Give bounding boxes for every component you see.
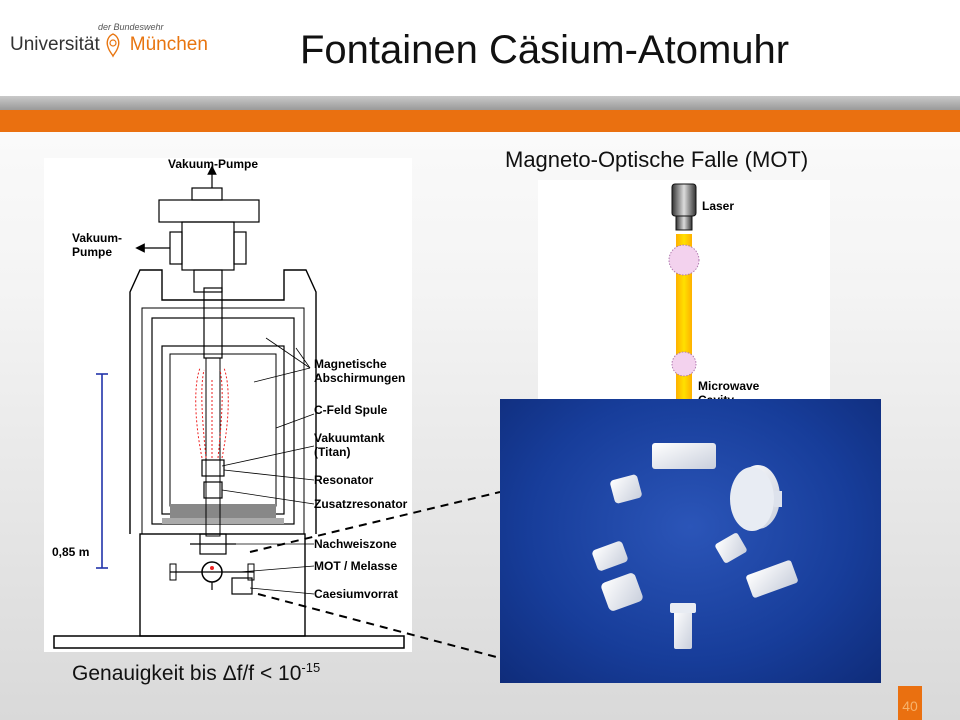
components-drawing xyxy=(592,443,798,649)
mot-drawing: Laser Microwave Cavity xyxy=(668,183,760,402)
label-titan: (Titan) xyxy=(314,445,350,459)
label-vakuumtank: Vakuumtank xyxy=(314,431,385,445)
accuracy-exponent: -15 xyxy=(301,660,321,675)
laser-label: Laser xyxy=(702,199,734,213)
side-pump-label-1: Vakuum- xyxy=(72,231,122,245)
top-pump-label: Vakuum-Pumpe xyxy=(168,158,258,171)
label-caesiumvorrat: Caesiumvorrat xyxy=(314,587,398,601)
mot-diagram: Laser Microwave Cavity xyxy=(538,180,830,402)
accuracy-base: Genauigkeit bis Δf/f < 10 xyxy=(72,662,302,685)
logo-small-text: der Bundeswehr xyxy=(98,22,164,32)
fountain-clock-drawing: Vakuum-Pumpe Vakuum- Pumpe 0,85 m Magnet… xyxy=(52,157,408,649)
header: der Bundeswehr Universität München Fontai… xyxy=(0,0,960,96)
university-logo: der Bundeswehr Universität München xyxy=(10,22,208,72)
header-orange-bar xyxy=(0,110,960,132)
fountain-clock-diagram: Vakuum-Pumpe Vakuum- Pumpe 0,85 m Magnet… xyxy=(44,157,412,652)
emblem-icon xyxy=(106,33,120,58)
accuracy-text: Genauigkeit bis Δf/f < 10-15 xyxy=(72,660,320,686)
scale-label: 0,85 m xyxy=(52,545,89,559)
label-c-feld-spule: C-Feld Spule xyxy=(314,403,388,417)
logo-right-text: München xyxy=(129,34,208,55)
cavity-label-2: Cavity xyxy=(698,393,734,402)
cavity-label-1: Microwave xyxy=(698,379,760,393)
logo-main-text: Universität München xyxy=(10,34,208,56)
logo-left-text: Universität xyxy=(10,34,100,55)
page-number: 40 xyxy=(898,686,922,720)
label-abschirmungen: Abschirmungen xyxy=(314,371,405,385)
side-pump-label-2: Pumpe xyxy=(72,245,112,259)
label-nachweiszone: Nachweiszone xyxy=(314,537,397,551)
label-zusatzresonator: Zusatzresonator xyxy=(314,497,408,511)
mot-title: Magneto-Optische Falle (MOT) xyxy=(505,147,809,172)
page-title: Fontainen Cäsium-Atomuhr xyxy=(300,28,790,72)
label-resonator: Resonator xyxy=(314,473,374,487)
header-gray-bar xyxy=(0,96,960,110)
label-magnetische: Magnetische xyxy=(314,357,387,371)
label-mot-melasse: MOT / Melasse xyxy=(314,559,398,573)
mot-components-photo xyxy=(500,399,881,683)
